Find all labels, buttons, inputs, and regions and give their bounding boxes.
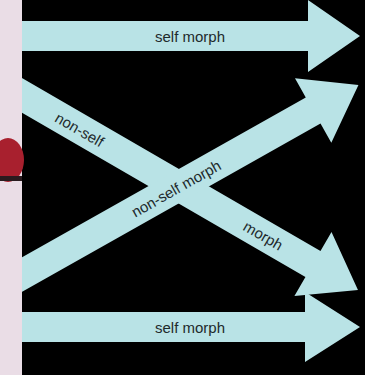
arrow-label: self morph — [155, 320, 225, 335]
photo-detail — [0, 138, 24, 182]
photo-strip — [0, 0, 22, 375]
arrow — [22, 0, 360, 72]
photo-detail — [0, 176, 22, 181]
arrow-label: self morph — [155, 29, 225, 44]
arrow — [22, 292, 360, 362]
arrow — [0, 53, 365, 312]
